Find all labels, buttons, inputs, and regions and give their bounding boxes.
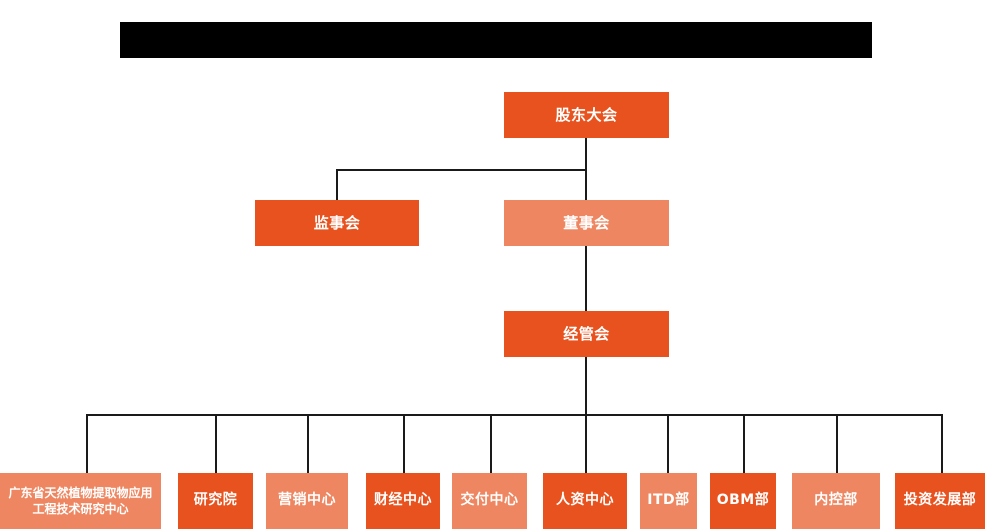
node-itd-department[interactable]: ITD部	[640, 473, 697, 529]
node-label-supervisory-board: 监事会	[313, 213, 361, 232]
node-label-shareholders-meeting: 股东大会	[555, 105, 618, 124]
node-label-investment-development-department: 投资发展部	[903, 492, 977, 509]
connector-level2-bus	[336, 169, 587, 171]
node-internal-control-department[interactable]: 内控部	[792, 473, 880, 529]
node-finance-center[interactable]: 财经中心	[366, 473, 440, 529]
connector-drop-internal-control-department	[836, 414, 838, 473]
connector-drop-itd-department	[667, 414, 669, 473]
node-label-hr-center: 人资中心	[556, 492, 614, 509]
redacted-title-bar	[120, 22, 872, 58]
node-label-internal-control-department: 内控部	[814, 492, 858, 509]
node-obm-department[interactable]: OBM部	[710, 473, 776, 529]
node-hr-center[interactable]: 人资中心	[543, 473, 627, 529]
node-shareholders-meeting[interactable]: 股东大会	[504, 92, 669, 138]
connector-to-board-of-directors	[585, 169, 587, 201]
node-label-obm-department: OBM部	[716, 492, 770, 509]
node-label-marketing-center: 营销中心	[278, 492, 336, 509]
node-label-itd-department: ITD部	[647, 492, 690, 509]
connector-board-to-management	[585, 246, 587, 312]
node-delivery-center[interactable]: 交付中心	[452, 473, 527, 529]
node-label-finance-center: 财经中心	[374, 492, 432, 509]
connector-drop-obm-department	[743, 414, 745, 473]
connector-drop-marketing-center	[307, 414, 309, 473]
node-management-committee[interactable]: 经管会	[504, 311, 669, 357]
connector-drop-delivery-center	[490, 414, 492, 473]
connector-shareholders-down	[585, 138, 587, 171]
connector-drop-finance-center	[403, 414, 405, 473]
connector-drop-guangdong-research-center	[86, 414, 88, 473]
connector-to-supervisory-board	[336, 169, 338, 201]
node-label-guangdong-research-center: 广东省天然植物提取物应用工程技术研究中心	[8, 485, 153, 516]
node-supervisory-board[interactable]: 监事会	[255, 200, 419, 246]
node-guangdong-research-center[interactable]: 广东省天然植物提取物应用工程技术研究中心	[0, 473, 161, 529]
node-label-management-committee: 经管会	[563, 324, 610, 343]
connector-drop-research-institute	[215, 414, 217, 473]
node-label-board-of-directors: 董事会	[563, 213, 610, 232]
node-label-research-institute: 研究院	[193, 492, 238, 509]
connector-drop-investment-development-department	[941, 414, 943, 473]
node-marketing-center[interactable]: 营销中心	[266, 473, 348, 529]
node-investment-development-department[interactable]: 投资发展部	[895, 473, 985, 529]
node-label-delivery-center: 交付中心	[460, 492, 519, 509]
node-board-of-directors[interactable]: 董事会	[504, 200, 669, 246]
node-research-institute[interactable]: 研究院	[178, 473, 253, 529]
connector-level4-bus	[86, 414, 943, 416]
